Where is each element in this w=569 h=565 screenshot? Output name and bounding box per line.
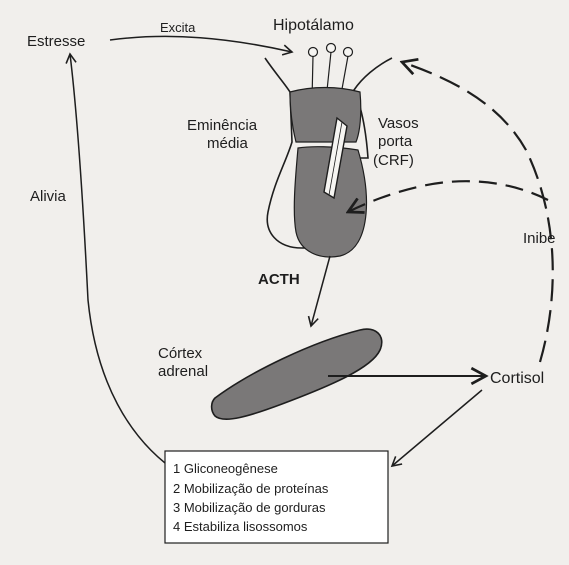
label-cortex-1: Córtex [158,345,203,362]
effect-item: 2 Mobilização de proteínas [173,481,329,496]
label-vasos-1: Vasos [378,115,419,132]
effect-item: 4 Estabiliza lisossomos [173,519,308,534]
effect-item: 3 Mobilização de gorduras [173,500,326,515]
label-hipotalamo: Hipotálamo [273,17,354,34]
label-vasos-2: porta [378,133,413,150]
inhibit-dashed-inner [348,181,548,212]
label-cortisol: Cortisol [490,370,544,387]
label-inibe: Inibe [523,230,556,247]
neuron-1 [309,48,318,57]
arrow-alivia [70,54,180,474]
label-cortex-2: adrenal [158,363,208,380]
label-estresse: Estresse [27,33,85,50]
neuron-3 [344,48,353,57]
neuron-2 [327,44,336,53]
label-alivia: Alivia [30,188,67,205]
label-eminencia-1: Eminência [187,117,258,134]
adrenal-cortex [212,329,382,419]
median-eminence [290,88,361,143]
arrow-excita [110,36,292,52]
label-acth: ACTH [258,271,300,288]
label-excita: Excita [160,20,196,35]
effects-box: 1 Gliconeogênese 2 Mobilização de proteí… [165,451,388,543]
label-vasos-3: (CRF) [373,152,414,169]
arrow-cortisol-to-effects [392,390,482,466]
inhibit-dashed-outer [402,62,553,362]
arrow-acth [311,256,330,326]
label-eminencia-2: média [207,135,249,152]
effect-item: 1 Gliconeogênese [173,461,278,476]
